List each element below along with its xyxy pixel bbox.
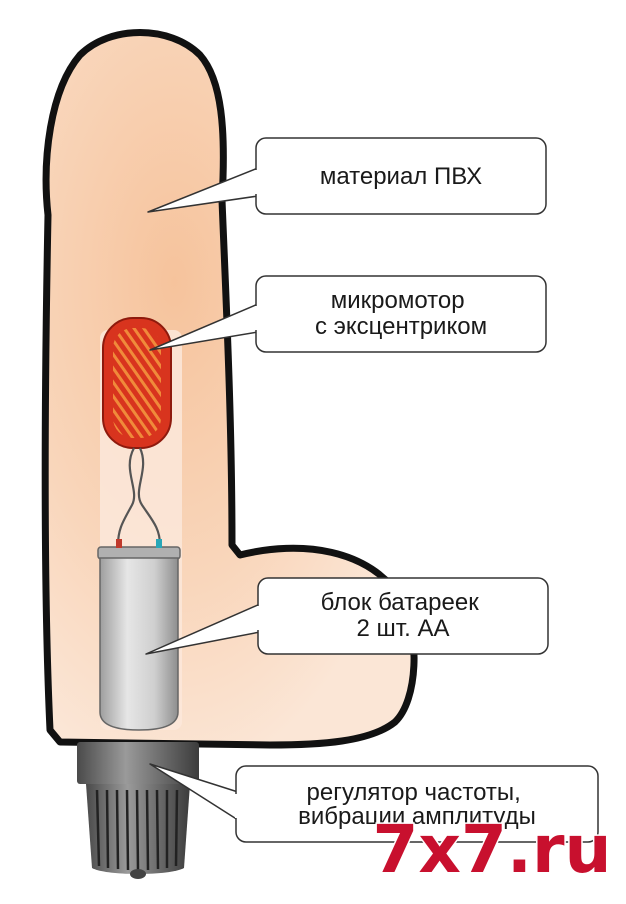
wires bbox=[116, 447, 162, 546]
callout-motor-line2: с эксцентриком bbox=[315, 313, 487, 340]
regulator-knob bbox=[77, 742, 199, 879]
battery-block bbox=[97, 539, 181, 731]
callout-material-label: материал ПВХ bbox=[320, 163, 482, 190]
callout-motor-line1: микромотор bbox=[331, 287, 465, 314]
callout-battery-line2: 2 шт. АА bbox=[357, 615, 450, 642]
svg-text:микромотор с эксцентрико: микромотор с эксцентриком bbox=[315, 287, 487, 340]
callout-regulator-line1: регулятор частоты, bbox=[307, 779, 521, 806]
svg-text:регулятор частоты, вибра: регулятор частоты, вибрации амплитуды bbox=[298, 779, 536, 830]
watermark-logo: 7x7.ru bbox=[372, 811, 611, 888]
callout-regulator-line2: вибрации амплитуды bbox=[298, 803, 536, 830]
callout-material: материал ПВХ bbox=[147, 137, 547, 215]
callout-battery: блок батареек 2 шт. АА bbox=[145, 577, 549, 655]
callout-regulator: регулятор частоты, вибрации амплитуды bbox=[149, 763, 599, 843]
callout-battery-line1: блок батареек bbox=[321, 589, 480, 616]
callout-motor: микромотор с эксцентриком bbox=[149, 275, 547, 353]
svg-text:блок батареек 2 шт. АА: блок батареек 2 шт. АА bbox=[321, 589, 486, 642]
micromotor bbox=[102, 317, 172, 449]
